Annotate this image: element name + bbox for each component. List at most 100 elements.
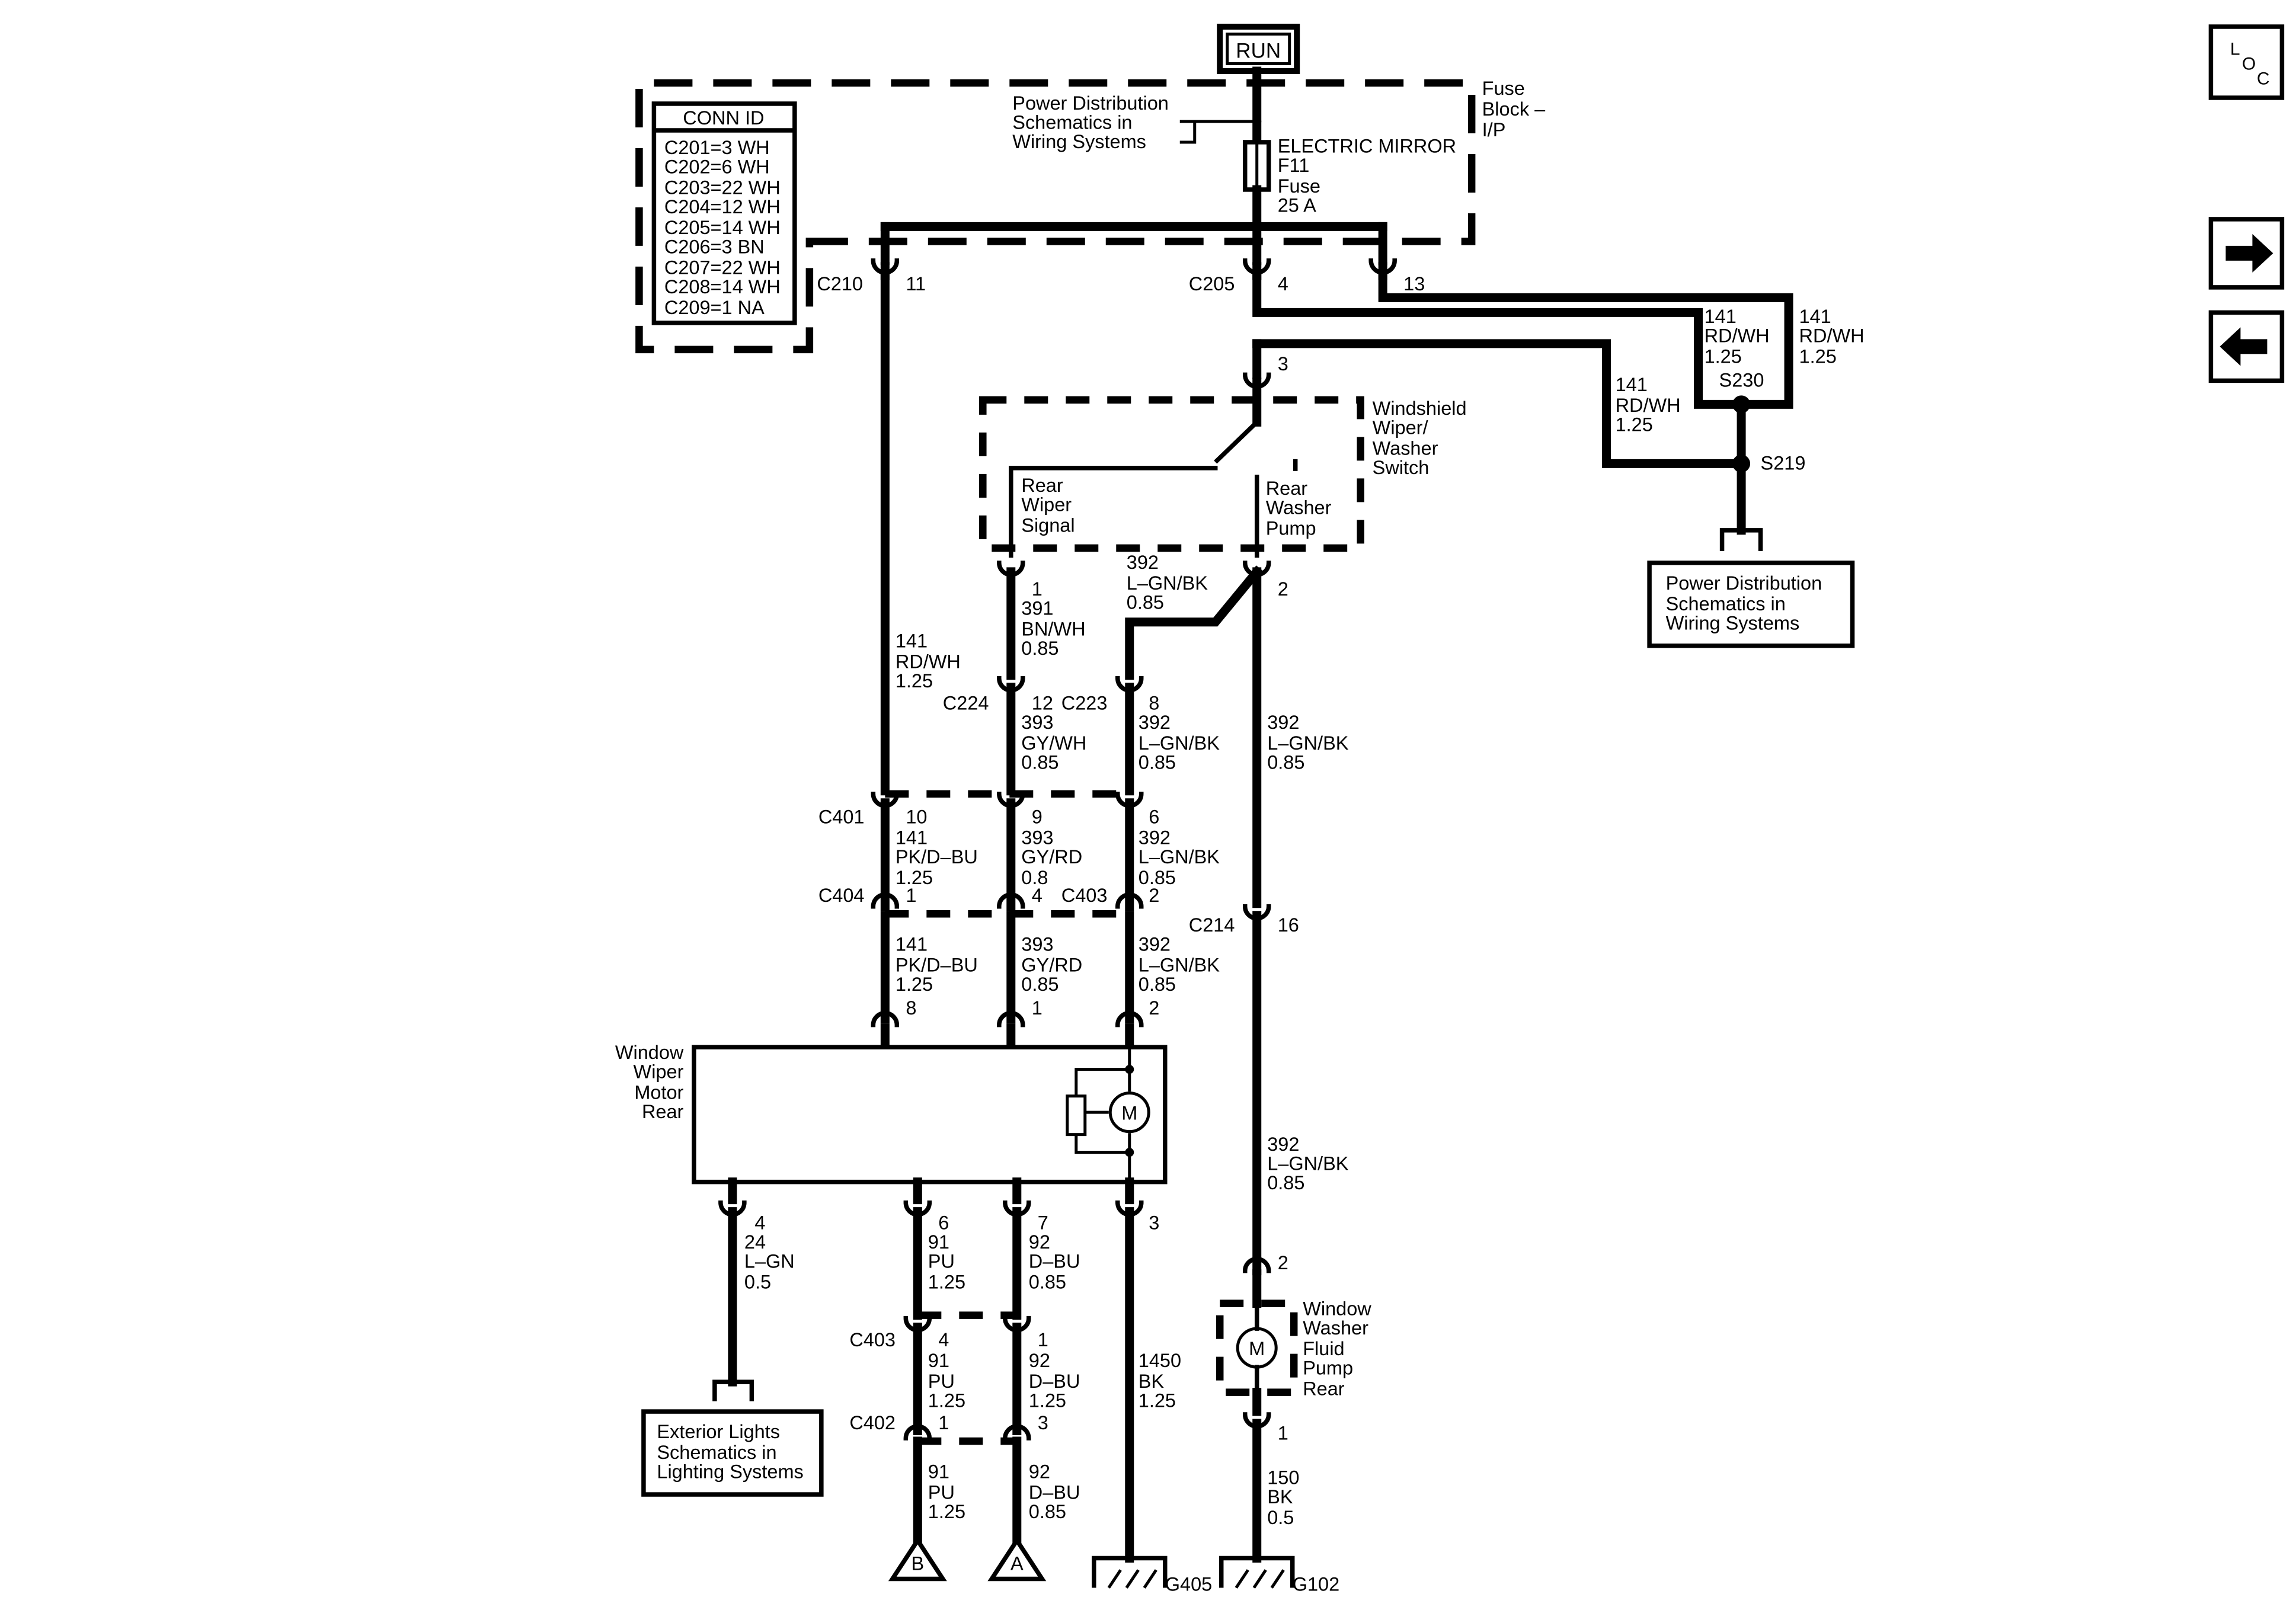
pin-4c: 4 bbox=[754, 1212, 765, 1234]
power-dist-right-box[interactable] bbox=[1647, 561, 1855, 648]
wire-label: L–GN/BK bbox=[1139, 846, 1220, 868]
wire-label: 1.25 bbox=[896, 670, 933, 692]
wire-label: 0.85 bbox=[1127, 591, 1164, 613]
wire-141-to-s219 bbox=[1252, 339, 1746, 468]
fuse-block-label-1: Fuse bbox=[1482, 78, 1525, 99]
fuse-rating: 25 A bbox=[1278, 194, 1316, 216]
offpage-connector-b[interactable]: B bbox=[888, 1536, 947, 1582]
wire-label: 150 bbox=[1267, 1467, 1299, 1489]
label-c210: C210 bbox=[817, 273, 863, 295]
wire-label: 1.25 bbox=[1139, 1390, 1176, 1411]
wire-label: GY/RD bbox=[1021, 846, 1082, 868]
exterior-lights-1: Exterior Lights bbox=[657, 1421, 780, 1442]
wire-label: 141 bbox=[1616, 374, 1648, 395]
ground-g405-icon bbox=[1092, 1555, 1168, 1589]
motor-label: Rear bbox=[642, 1101, 684, 1122]
wire-label: 0.85 bbox=[1139, 751, 1176, 773]
pin-7: 7 bbox=[1038, 1212, 1048, 1234]
pin-2b: 2 bbox=[1149, 885, 1159, 906]
wire-label: L–GN/BK bbox=[1267, 732, 1349, 754]
wiper-motor-box bbox=[692, 1045, 1168, 1185]
exterior-lights-box[interactable] bbox=[641, 1409, 824, 1497]
wire-label: 91 bbox=[928, 1231, 949, 1253]
wire-label: 1.25 bbox=[928, 1501, 965, 1522]
next-page-button[interactable] bbox=[2208, 217, 2285, 290]
wire-label: 1.25 bbox=[896, 974, 933, 995]
switch-contact-arm bbox=[1214, 420, 1259, 464]
switch-outline bbox=[979, 396, 1364, 552]
switch-title: Switch bbox=[1373, 457, 1430, 478]
wire-label: 0.85 bbox=[1021, 638, 1059, 659]
wire-label: 391 bbox=[1021, 597, 1053, 619]
conn-id-header: CONN ID bbox=[683, 107, 764, 129]
pin-3: 3 bbox=[1278, 353, 1288, 375]
conn-id-row: C207=22 WH bbox=[664, 257, 781, 278]
wire-label: BK bbox=[1267, 1486, 1293, 1507]
label-c214: C214 bbox=[1189, 914, 1235, 936]
wire-label: 91 bbox=[928, 1350, 949, 1371]
wire-label: RD/WH bbox=[1705, 325, 1770, 346]
loc-o: O bbox=[2242, 54, 2256, 73]
prev-page-button[interactable] bbox=[2208, 310, 2285, 383]
wire-label: PU bbox=[928, 1482, 955, 1503]
pin-11: 11 bbox=[906, 273, 926, 295]
wire-label: 392 bbox=[1139, 934, 1171, 955]
wire-label: 393 bbox=[1021, 827, 1053, 849]
wire-label: 92 bbox=[1029, 1231, 1050, 1253]
pin-16: 16 bbox=[1278, 914, 1299, 936]
loc-l: L bbox=[2230, 39, 2240, 59]
pin-4d: 4 bbox=[938, 1329, 949, 1350]
run-label-box: RUN bbox=[1217, 23, 1300, 74]
wire-label: 0.85 bbox=[1029, 1501, 1066, 1522]
wire-label: D–BU bbox=[1029, 1251, 1080, 1272]
arrow-left-icon bbox=[2220, 327, 2268, 366]
conn-id-row: C204=12 WH bbox=[664, 196, 781, 217]
wire-label: 0.85 bbox=[1021, 974, 1059, 995]
wire-label: 0.85 bbox=[1139, 974, 1176, 995]
power-dist-right-3: Wiring Systems bbox=[1666, 612, 1800, 633]
ground-g102-icon bbox=[1219, 1555, 1295, 1589]
power-dist-right-1: Power Distribution bbox=[1666, 572, 1822, 594]
wire-label: BN/WH bbox=[1021, 618, 1085, 639]
wire-label: D–BU bbox=[1029, 1371, 1080, 1392]
label-c205: C205 bbox=[1189, 273, 1235, 295]
wire-label: L–GN/BK bbox=[1127, 572, 1208, 594]
loc-c: C bbox=[2257, 69, 2270, 88]
exterior-lights-2: Schematics in bbox=[657, 1442, 776, 1463]
pin-8b: 8 bbox=[906, 997, 916, 1019]
wire-392-to-c223 bbox=[1125, 565, 1264, 680]
wire-label: 1.25 bbox=[928, 1272, 965, 1293]
wire-label: 1450 bbox=[1139, 1350, 1181, 1371]
offpage-connector-a[interactable]: A bbox=[987, 1536, 1047, 1582]
wire-label: 1.25 bbox=[1616, 414, 1653, 435]
wire-label: 1.25 bbox=[928, 1390, 965, 1411]
pump-outline bbox=[1216, 1299, 1298, 1396]
wire-label: 1.25 bbox=[1029, 1390, 1066, 1411]
wire-label: L–GN/BK bbox=[1139, 955, 1220, 976]
loc-button[interactable]: L O C bbox=[2208, 24, 2285, 100]
conn-id-table: CONN ID C201=3 WH C202=6 WH C203=22 WH C… bbox=[651, 101, 797, 325]
fuse-block-outline bbox=[635, 79, 1476, 354]
label-c224: C224 bbox=[943, 692, 989, 713]
run-label: RUN bbox=[1236, 39, 1281, 62]
wire-label: PK/D–BU bbox=[896, 846, 978, 868]
arrow-right-icon bbox=[2225, 233, 2273, 273]
power-dist-top-1: Power Distribution bbox=[1012, 92, 1169, 114]
pin-1c: 1 bbox=[1032, 997, 1043, 1019]
pump-label: Washer bbox=[1303, 1317, 1368, 1339]
power-dist-top-bracket bbox=[1179, 120, 1259, 144]
switch-rear-washer: Washer bbox=[1266, 497, 1332, 518]
pin-1: 1 bbox=[1032, 578, 1043, 600]
wire-label: 141 bbox=[896, 630, 928, 651]
switch-rear-wiper: Rear bbox=[1021, 475, 1063, 496]
wire-label: 0.8 bbox=[1021, 867, 1048, 888]
pin-2: 2 bbox=[1278, 578, 1288, 600]
wire-label: 392 bbox=[1267, 1134, 1299, 1155]
pin-3b: 3 bbox=[1149, 1212, 1159, 1234]
wire-label: RD/WH bbox=[1616, 395, 1681, 416]
wire-label: 24 bbox=[744, 1231, 766, 1253]
conn-id-row: C208=14 WH bbox=[664, 276, 781, 297]
wire-label: 0.85 bbox=[1267, 751, 1304, 773]
switch-title: Washer bbox=[1373, 437, 1438, 459]
